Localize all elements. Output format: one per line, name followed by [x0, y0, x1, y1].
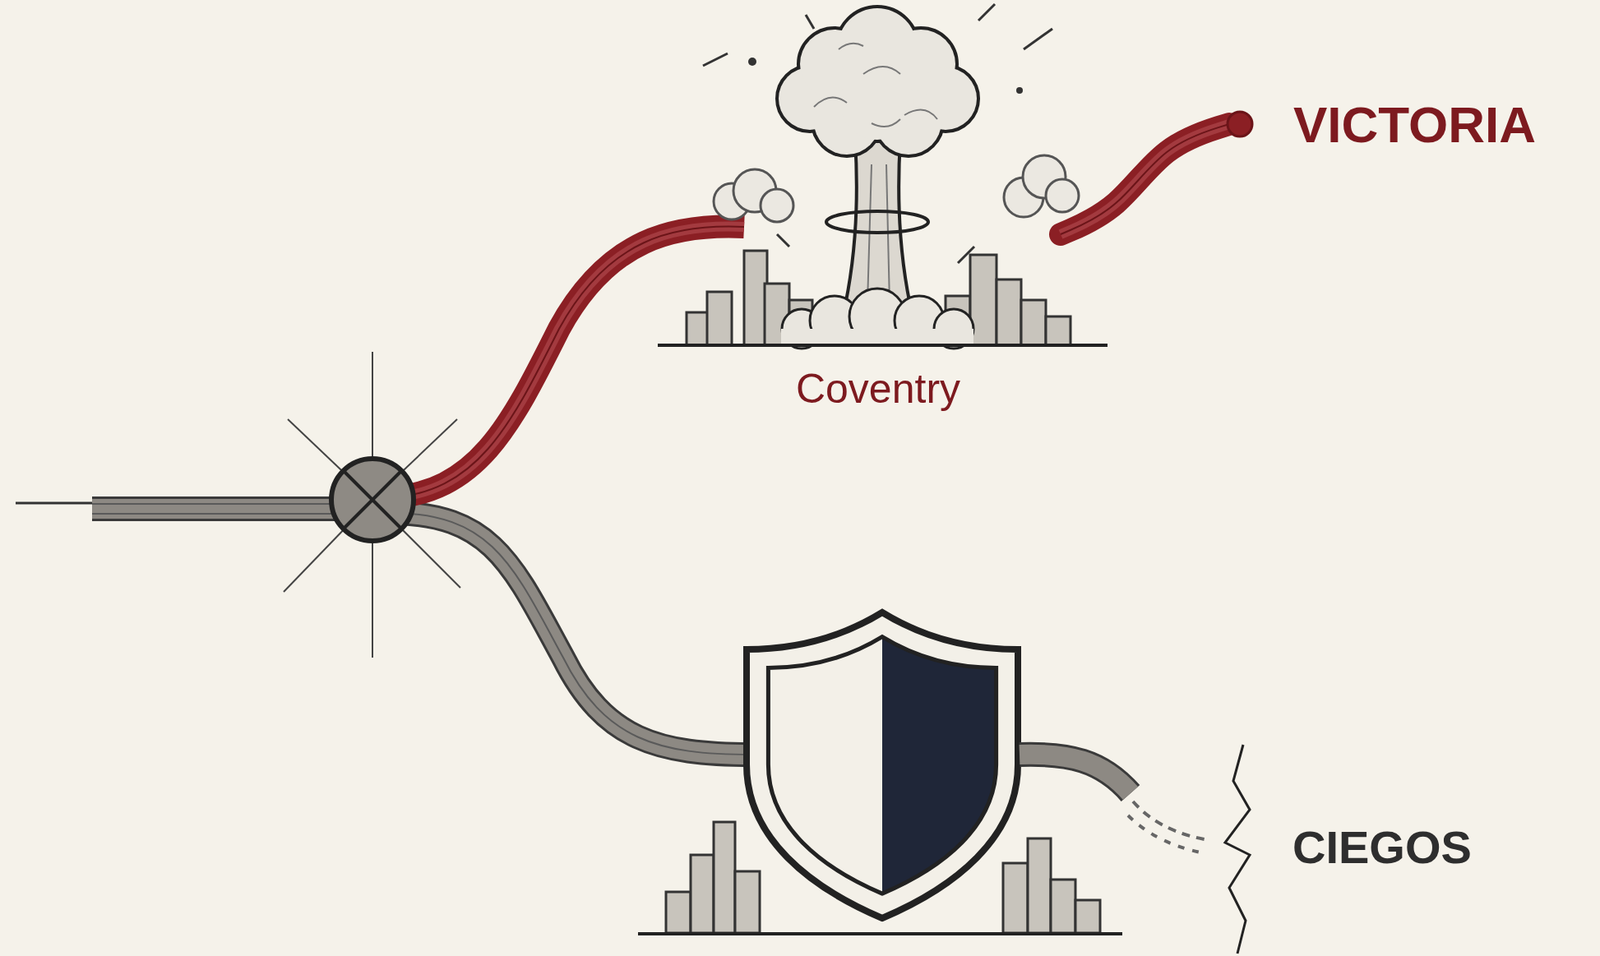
text-node: Coventry: [695, 16, 1061, 428]
broken-path: [1019, 754, 1209, 854]
end-dot: [1227, 111, 1253, 137]
junction-circle: [331, 458, 414, 542]
connector-group: [1060, 124, 1230, 235]
node-label: CIEGOS: [1292, 820, 1472, 874]
junction-rays: [283, 351, 461, 658]
input-tube: [92, 504, 346, 514]
text-node: VICTORIA: [1229, 92, 1542, 157]
connector-stripe: [1060, 124, 1230, 235]
input-line: [15, 502, 99, 505]
mushroom-cloud: [657, 4, 1108, 349]
red-path: [386, 226, 745, 499]
node-label: Coventry: [795, 365, 961, 413]
shield: [638, 612, 1123, 935]
break-zigzag: [1225, 744, 1250, 954]
red-connector: [1060, 124, 1230, 235]
connector-core: [1060, 124, 1230, 235]
gray-path: [394, 513, 753, 755]
text-node: CIEGOS: [1282, 813, 1546, 880]
node-label: VICTORIA: [1293, 95, 1536, 154]
